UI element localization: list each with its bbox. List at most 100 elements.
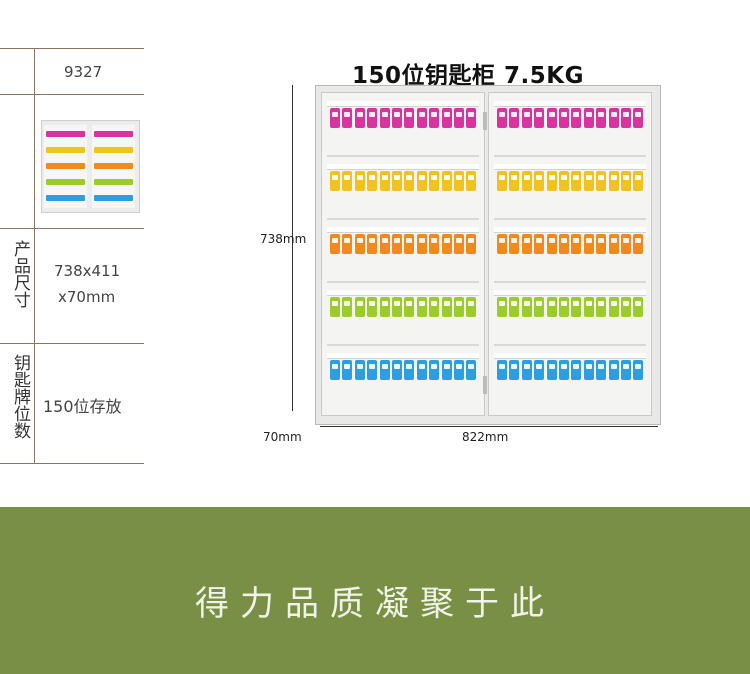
key-tag [534, 171, 545, 191]
key-tag [379, 108, 390, 128]
width-dimension: 822mm [462, 430, 509, 444]
key-tag [534, 108, 545, 128]
cabinet-left-door [321, 92, 485, 416]
key-tag-row [494, 290, 646, 326]
key-tag [633, 234, 644, 254]
key-tag [633, 108, 644, 128]
height-dimension: 738mm [260, 232, 307, 246]
key-tag [521, 360, 532, 380]
key-tag [441, 108, 452, 128]
height-dimension-line [292, 85, 293, 411]
key-tag [441, 171, 452, 191]
key-tag [621, 108, 631, 128]
key-tag [583, 360, 594, 380]
key-tag-row [327, 164, 479, 200]
key-tag [497, 108, 507, 128]
key-tag [559, 234, 569, 254]
key-tag [466, 360, 477, 380]
key-tag [521, 297, 532, 317]
key-tag [404, 297, 415, 317]
shelf-divider [494, 155, 646, 157]
key-tag [509, 297, 520, 317]
key-tag [534, 297, 545, 317]
shelf-divider [494, 344, 646, 346]
key-tag [392, 297, 402, 317]
product-title: 150位钥匙柜 7.5KG [352, 63, 584, 89]
table-border-bottom [0, 463, 144, 464]
key-tag [354, 171, 365, 191]
table-border-top [0, 48, 144, 49]
key-tag [454, 297, 464, 317]
key-tag [441, 234, 452, 254]
key-tag [546, 171, 557, 191]
table-border [0, 94, 144, 95]
key-tag [429, 234, 440, 254]
key-tag [559, 360, 569, 380]
slogan-banner [0, 507, 750, 674]
key-tag [466, 108, 477, 128]
key-tag [521, 234, 532, 254]
key-tag [392, 108, 402, 128]
key-tag-row [327, 227, 479, 263]
key-tag [497, 360, 507, 380]
key-tag [546, 360, 557, 380]
table-border [0, 228, 144, 229]
key-tag [367, 108, 378, 128]
hinge [483, 112, 487, 130]
key-tag [559, 171, 569, 191]
size-value-line2: x70mm [58, 288, 116, 306]
key-tag [633, 297, 644, 317]
hinge [483, 376, 487, 394]
key-tag [621, 360, 631, 380]
key-tag [404, 108, 415, 128]
key-tag [583, 171, 594, 191]
key-tag [404, 360, 415, 380]
key-tag [571, 360, 582, 380]
width-dimension-line [320, 426, 658, 427]
key-tag [367, 360, 378, 380]
shelf-divider [327, 218, 479, 220]
key-tag [466, 234, 477, 254]
key-tag [342, 234, 353, 254]
key-tag [621, 297, 631, 317]
key-tag [367, 297, 378, 317]
key-tag [583, 108, 594, 128]
key-tag [342, 297, 353, 317]
key-tag [497, 297, 507, 317]
key-tag [354, 360, 365, 380]
shelf-divider [494, 281, 646, 283]
key-tag [621, 171, 631, 191]
key-tag [497, 171, 507, 191]
key-tag [546, 234, 557, 254]
key-tag [608, 171, 619, 191]
key-tag [354, 108, 365, 128]
shelf-divider [327, 155, 479, 157]
key-tag [330, 234, 340, 254]
key-tag-row [494, 164, 646, 200]
key-tag [583, 234, 594, 254]
key-tag [497, 234, 507, 254]
key-tag [454, 234, 464, 254]
key-tag [354, 234, 365, 254]
key-tag [534, 234, 545, 254]
key-tag [429, 297, 440, 317]
key-tag [392, 234, 402, 254]
table-border [0, 343, 144, 344]
key-tag [404, 234, 415, 254]
key-tag-row [494, 227, 646, 263]
key-tag [392, 360, 402, 380]
key-tag [354, 297, 365, 317]
key-tag [454, 360, 464, 380]
shelf-divider [494, 218, 646, 220]
key-tag [559, 108, 569, 128]
key-tag [416, 171, 427, 191]
size-value-line1: 738x411 [54, 262, 121, 280]
size-label: 产品尺寸 [10, 240, 30, 308]
key-tag [342, 360, 353, 380]
product-thumbnail [41, 120, 140, 213]
key-tag [416, 360, 427, 380]
key-tag [559, 297, 569, 317]
key-tag [342, 171, 353, 191]
key-tag [454, 108, 464, 128]
key-tag [441, 360, 452, 380]
